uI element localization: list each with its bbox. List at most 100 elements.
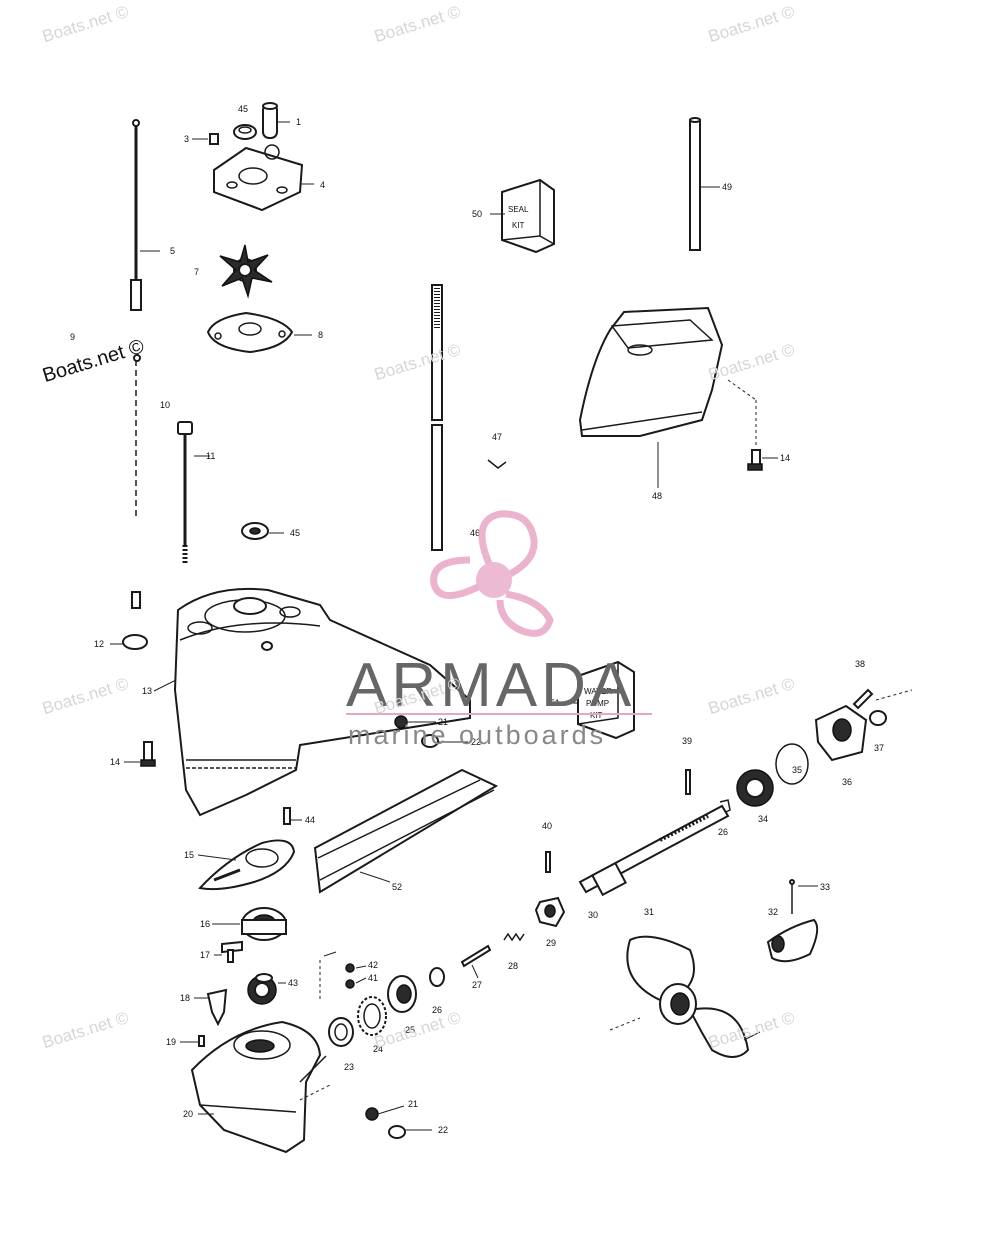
callout-8: 8 [318, 330, 323, 340]
callout-16: 16 [200, 919, 210, 929]
part-18-fork [206, 988, 228, 1027]
callout-4: 4 [320, 180, 325, 190]
part-37-washer [869, 710, 887, 726]
part-27-pin [460, 944, 492, 968]
callout-40: 40 [542, 821, 552, 831]
part-15-gasket [198, 839, 296, 891]
callout-25: 25 [405, 1025, 415, 1035]
part-7-impeller [219, 244, 273, 299]
part-26-ring [429, 967, 445, 987]
pump-kit-line-1: WATER [584, 687, 612, 696]
callout-42: 42 [368, 960, 378, 970]
part-19-pin [198, 1035, 205, 1047]
part-24-bearing-ring [357, 996, 387, 1036]
pump-kit-line-3: KIT [590, 711, 603, 720]
callout-17: 17 [200, 950, 210, 960]
part-11-long-bolt [177, 421, 193, 565]
part-32-nut [766, 918, 819, 963]
part-14-bolt-left [140, 741, 156, 767]
callout-27: 27 [472, 980, 482, 990]
part-48-upper-case [578, 306, 724, 437]
part-12-plug [122, 634, 148, 650]
brand-name: ARMADA [346, 651, 635, 720]
part-49-rod [689, 117, 701, 251]
callout-39: 39 [682, 736, 692, 746]
part-4-pump-housing [213, 144, 304, 212]
part-16-bearing [241, 907, 287, 941]
part-36-cap [814, 704, 868, 762]
callout-14-right: 14 [780, 453, 790, 463]
part-38-bolt [852, 688, 874, 710]
callout-11: 11 [206, 451, 215, 461]
callout-1: 1 [296, 117, 301, 127]
callout-21-lower: 21 [408, 1099, 418, 1109]
armada-wordmark: ARMADA marine outboards [346, 651, 652, 750]
callout-26-left: 26 [432, 1005, 442, 1015]
part-45-top-seal [233, 124, 257, 140]
callout-31: 31 [644, 907, 654, 917]
part-21-22-plug-lower [365, 1107, 406, 1139]
callout-7: 7 [194, 267, 199, 277]
callout-50: 50 [472, 209, 482, 219]
part-44-pin [283, 807, 291, 825]
callout-47: 47 [492, 432, 502, 442]
pump-kit-line-2: PUMP [586, 699, 609, 708]
callout-48: 48 [652, 491, 662, 501]
part-1-tube [262, 102, 278, 139]
callout-43: 43 [288, 978, 298, 988]
callout-52: 52 [392, 882, 402, 892]
callout-15: 15 [184, 850, 194, 860]
part-47-pin [487, 459, 507, 469]
part-35-o-ring [775, 743, 809, 785]
part-8-plate [206, 311, 294, 354]
callout-37: 37 [874, 743, 884, 753]
callout-45: 45 [238, 104, 248, 114]
part-33-cotter-pin [789, 879, 795, 914]
armada-propeller-logo [430, 510, 554, 637]
callout-18: 18 [180, 993, 190, 1003]
callout-22-upper: 22 [471, 737, 481, 747]
callout-45b: 45 [290, 528, 300, 538]
callout-41: 41 [368, 973, 378, 983]
part-5-shift-rod [130, 119, 142, 520]
callout-23: 23 [344, 1062, 354, 1072]
callout-22-lower: 22 [438, 1125, 448, 1135]
callout-28: 28 [508, 961, 518, 971]
part-28-spring [503, 932, 525, 942]
part-30-propshaft [578, 804, 730, 897]
callout-24: 24 [373, 1044, 383, 1054]
callout-36: 36 [842, 777, 852, 787]
part-14-bolt-right [747, 449, 763, 471]
callout-12: 12 [94, 639, 104, 649]
callout-19: 19 [166, 1037, 176, 1047]
callout-38: 38 [855, 659, 865, 669]
callout-26-right: 26 [718, 827, 728, 837]
part-39-pin [685, 769, 691, 795]
callout-29: 29 [546, 938, 556, 948]
callout-3: 3 [184, 134, 189, 144]
part-21-22-plug-upper [394, 715, 439, 748]
part-45-seal [241, 522, 269, 540]
part-43-pinion-gear [247, 973, 277, 1005]
part-51-water-pump-kit: WATER PUMP KIT [577, 660, 635, 740]
callout-13: 13 [142, 686, 152, 696]
part-52-keel-strip [313, 768, 499, 894]
leader-lines [110, 121, 913, 1131]
part-25-bearing-carrier [387, 975, 417, 1013]
callout-35: 35 [792, 765, 802, 775]
callout-10: 10 [160, 400, 170, 410]
part-23-washer [328, 1017, 354, 1047]
part-31-propeller [626, 935, 750, 1058]
part-41-42-spacers [345, 963, 355, 989]
part-3-screw [209, 133, 219, 145]
part-dowel-pin [131, 591, 141, 609]
part-29-clutch [534, 896, 566, 928]
seal-kit-line-2: KIT [512, 221, 525, 230]
part-50-seal-kit: SEAL KIT [501, 178, 555, 254]
callout-44: 44 [305, 815, 315, 825]
callout-46: 46 [470, 528, 480, 538]
gearcase-housing [173, 587, 471, 817]
callout-49: 49 [722, 182, 732, 192]
callout-30: 30 [588, 910, 598, 920]
